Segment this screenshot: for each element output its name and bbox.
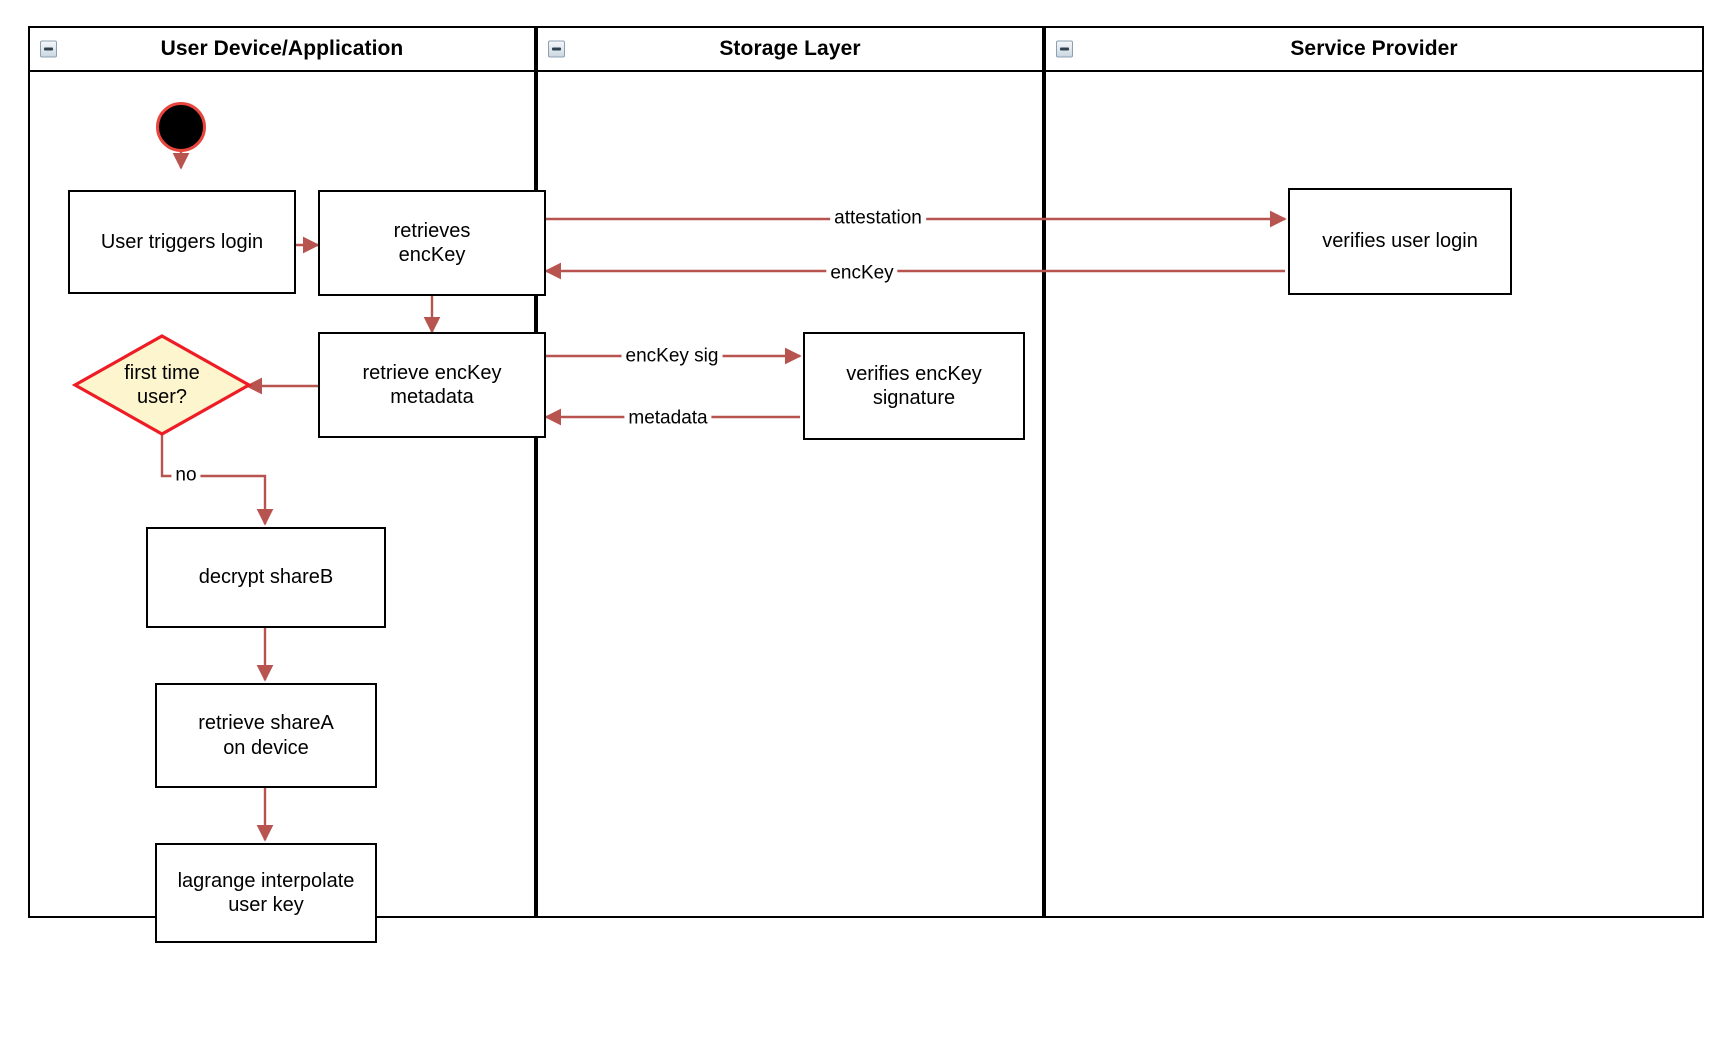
- activity-user-triggers-login[interactable]: User triggers login: [68, 190, 296, 294]
- activity-retrieve-enckey-metadata[interactable]: retrieve encKey metadata: [318, 332, 546, 438]
- decision-first-time-user[interactable]: first time user?: [72, 333, 252, 437]
- edge-label-no: no: [171, 465, 201, 487]
- minus-box-icon[interactable]: [40, 40, 57, 58]
- minus-box-icon[interactable]: [548, 40, 565, 58]
- edge-label-attestation: attestation: [830, 208, 926, 230]
- edge-label-enckey: encKey: [826, 263, 898, 285]
- decision-diamond-shape: [72, 334, 252, 436]
- edge-label-metadata: metadata: [624, 408, 712, 430]
- swimlane-storage-layer[interactable]: Storage Layer: [536, 26, 1044, 918]
- swimlane-title-storage-layer: Storage Layer: [719, 37, 861, 60]
- activity-decrypt-shareb[interactable]: decrypt shareB: [146, 527, 386, 628]
- decision-label-first-time-user: first time user?: [124, 362, 200, 408]
- minus-box-icon[interactable]: [1056, 40, 1073, 58]
- activity-verifies-user-login[interactable]: verifies user login: [1288, 188, 1512, 295]
- initial-node[interactable]: [156, 102, 206, 152]
- swimlane-header-service-provider[interactable]: Service Provider: [1046, 28, 1702, 72]
- swimlane-title-service-provider: Service Provider: [1290, 37, 1458, 60]
- swimlane-title-user-device: User Device/Application: [160, 37, 404, 60]
- swimlane-header-user-device[interactable]: User Device/Application: [30, 28, 534, 72]
- activity-retrieves-enckey[interactable]: retrieves encKey: [318, 190, 546, 296]
- swimlane-service-provider[interactable]: Service Provider: [1044, 26, 1704, 918]
- activity-retrieve-sharea-on-device[interactable]: retrieve shareA on device: [155, 683, 377, 788]
- edge-label-enckey-sig: encKey sig: [621, 346, 723, 368]
- swimlane-header-storage-layer[interactable]: Storage Layer: [538, 28, 1042, 72]
- activity-lagrange-interpolate-user-key[interactable]: lagrange interpolate user key: [155, 843, 377, 943]
- activity-verifies-enckey-signature[interactable]: verifies encKey signature: [803, 332, 1025, 440]
